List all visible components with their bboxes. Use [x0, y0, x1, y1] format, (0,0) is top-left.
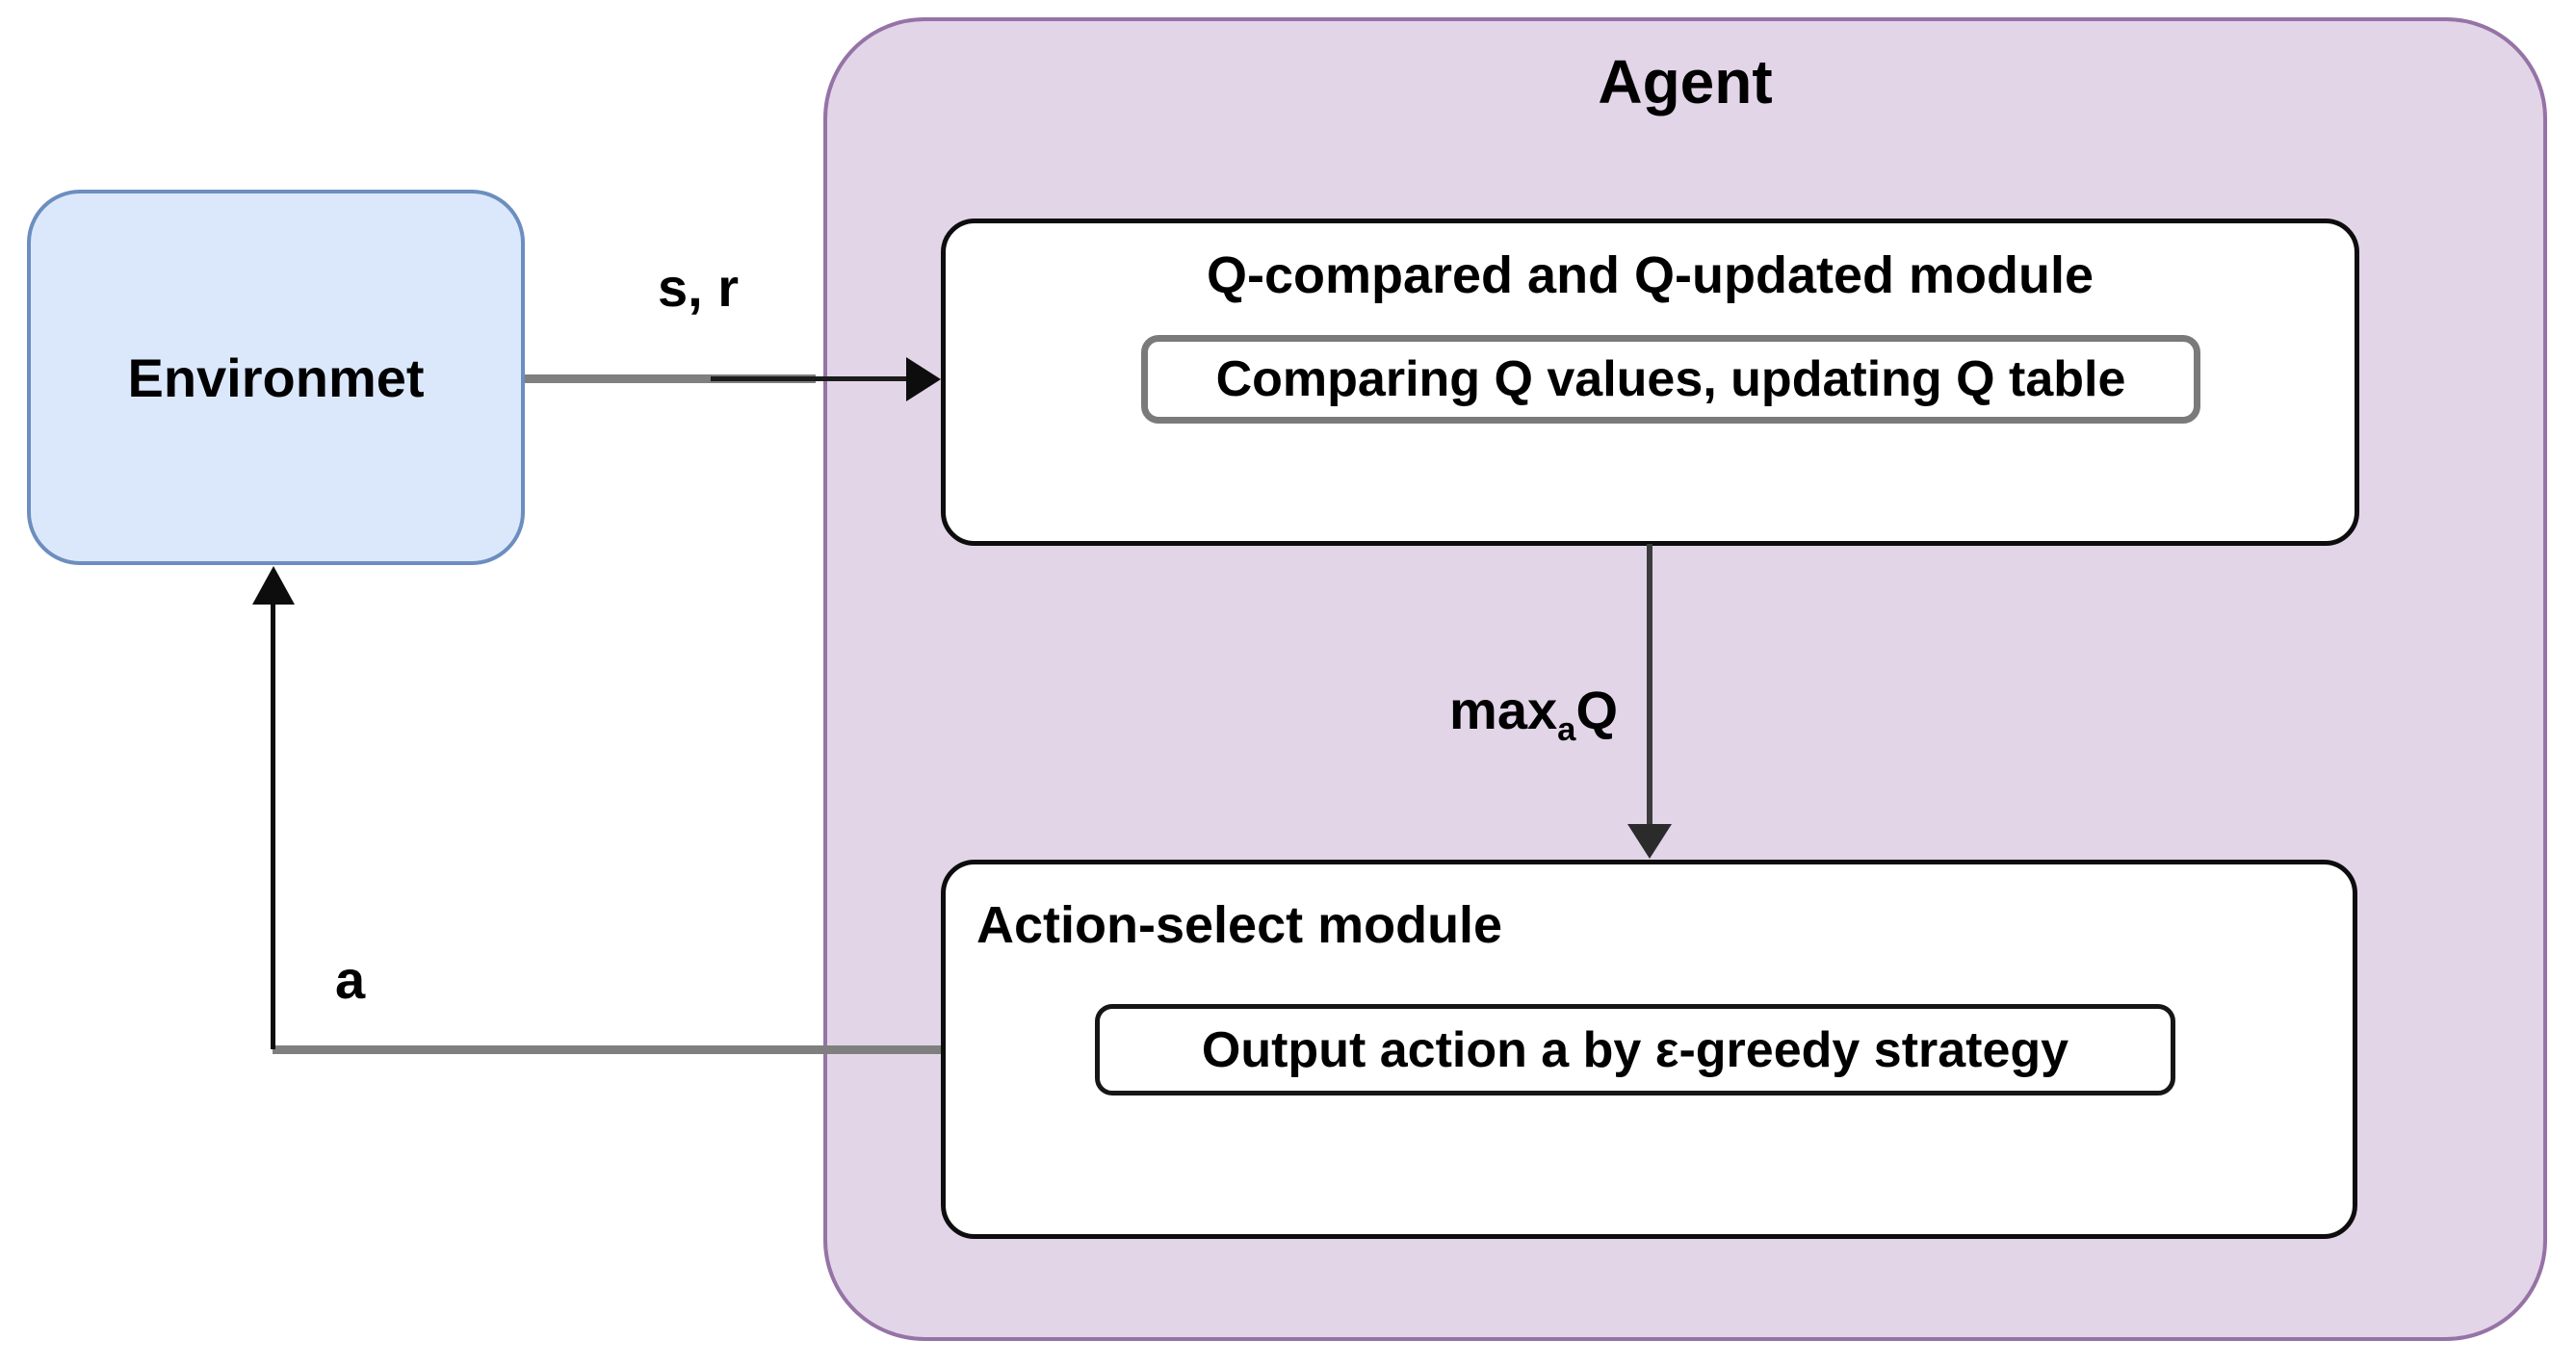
state-reward-label: s, r: [657, 257, 740, 318]
environment-label: Environmet: [127, 347, 425, 408]
state-reward-arrow-line-dark: [711, 376, 908, 381]
up-arrowhead-icon: [252, 566, 295, 605]
action-arrow-line-vertical: [271, 595, 275, 1049]
max-q-label: maxaQ: [1348, 679, 1618, 749]
right-arrowhead-icon: [906, 357, 941, 401]
state-reward-arrow-line: [525, 374, 816, 383]
max-q-label-subscript: a: [1557, 711, 1576, 749]
action-label: a: [335, 949, 366, 1010]
max-q-label-base: max: [1449, 680, 1558, 740]
max-q-label-suffix: Q: [1575, 680, 1618, 740]
action-inner-label: Output action a by ε-greedy strategy: [1201, 1021, 2069, 1078]
action-inner-box: Output action a by ε-greedy strategy: [1095, 1004, 2175, 1095]
q-inner-label: Comparing Q values, updating Q table: [1215, 351, 2126, 407]
action-module-title: Action-select module: [976, 896, 1503, 954]
environment-box: Environmet: [27, 190, 525, 565]
q-inner-box: Comparing Q values, updating Q table: [1141, 335, 2200, 424]
q-module-title: Q-compared and Q-updated module: [1206, 246, 2095, 304]
action-arrow-line-horizontal: [273, 1045, 941, 1054]
down-arrowhead-icon: [1627, 824, 1672, 859]
agent-title: Agent: [1598, 47, 1773, 116]
max-q-arrow-line: [1647, 544, 1652, 826]
